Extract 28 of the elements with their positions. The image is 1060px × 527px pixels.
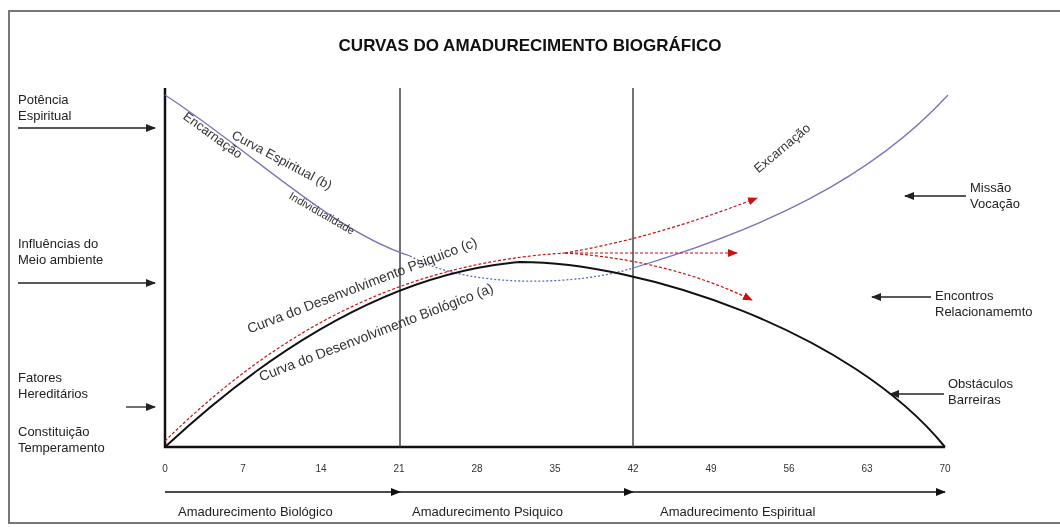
phase-label: Amadurecimento Psiquico — [412, 504, 564, 519]
side-label: Influências do Meio ambiente — [18, 236, 105, 268]
side-label: Fatores Hereditários — [18, 370, 90, 402]
axis-tick-label: 56 — [783, 463, 795, 474]
axis-tick-label: 49 — [705, 463, 717, 474]
arrow — [889, 390, 945, 398]
arrow — [17, 279, 156, 287]
arrow — [17, 124, 156, 132]
side-label: Encontros Relacionamemto — [935, 288, 1034, 320]
axis-tick-label: 21 — [393, 463, 405, 474]
axis-tick-label: 35 — [549, 463, 561, 474]
diagram-title: CURVAS DO AMADURECIMENTO BIOGRÁFICO — [337, 36, 723, 56]
phase-label: Amadurecimento Espiritual — [660, 504, 816, 519]
side-label: Constituição Temperamento — [18, 424, 106, 456]
axis-tick-label: 14 — [315, 463, 327, 474]
axis-tick-label: 70 — [939, 463, 951, 474]
axis-tick-label: 0 — [162, 463, 168, 474]
side-label: Obstáculos Barreiras — [948, 376, 1015, 408]
axis-tick-label: 63 — [861, 463, 873, 474]
axis-tick-label: 28 — [471, 463, 483, 474]
axis-tick-label: 7 — [240, 463, 246, 474]
arrow — [125, 403, 156, 411]
side-label: Potência Espiritual — [18, 92, 73, 124]
phase-label: Amadurecimento Biológico — [178, 504, 333, 519]
axis-tick-label: 42 — [627, 463, 639, 474]
arrow — [871, 293, 932, 301]
arrow — [904, 192, 967, 200]
side-label: Missão Vocação — [970, 180, 1021, 212]
